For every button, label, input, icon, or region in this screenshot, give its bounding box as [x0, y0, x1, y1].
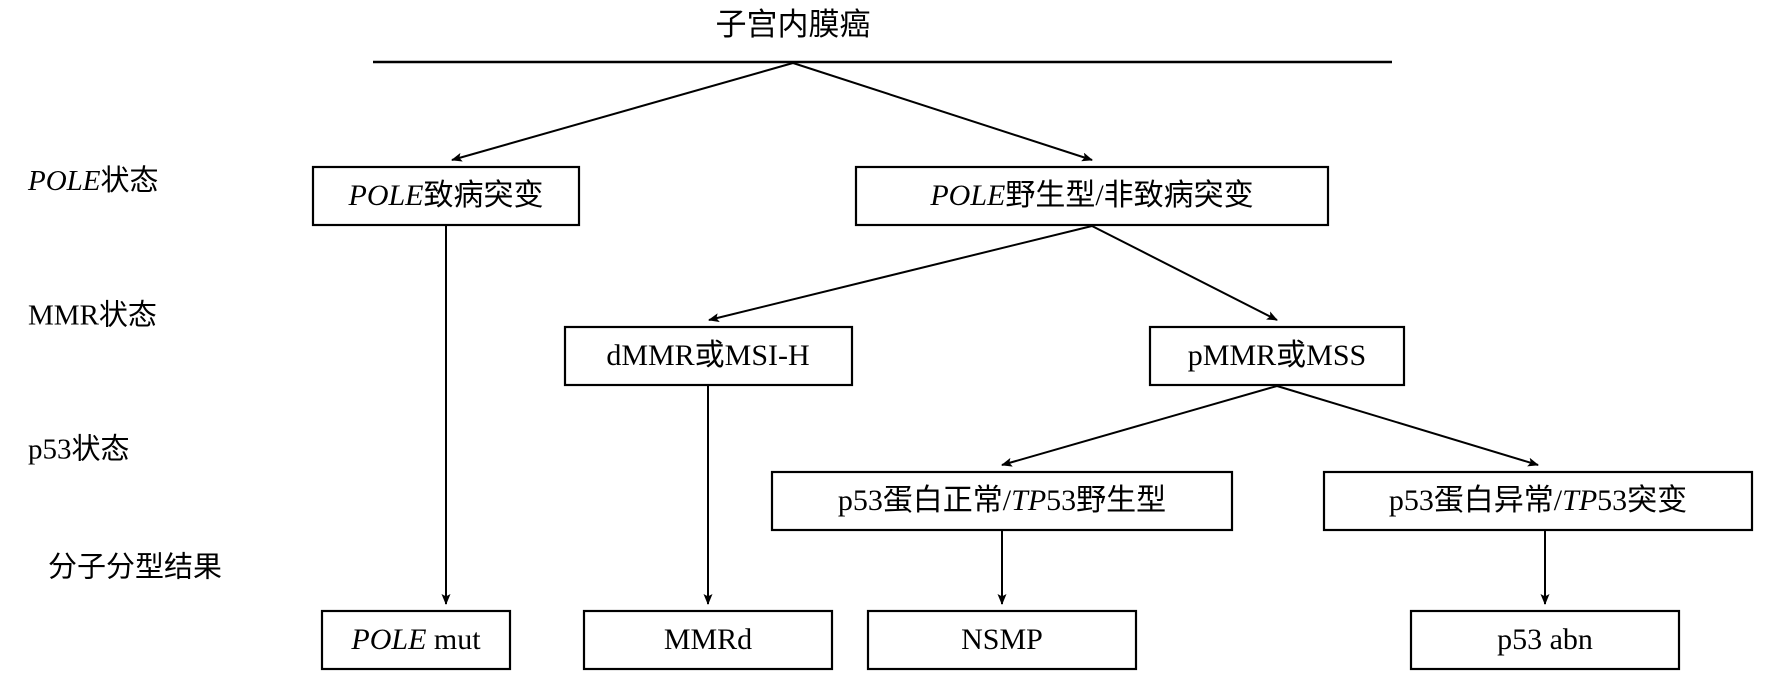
node-p53-abnormal-italic: TP	[1562, 484, 1597, 517]
node-p53-normal-italic: TP	[1011, 484, 1046, 517]
node-p53-normal-part-b: 53野生型	[1046, 484, 1166, 517]
node-result-nsmp-box[interactable]	[866, 609, 1138, 671]
node-result-nsmp-label: NSMP	[961, 623, 1043, 656]
node-p53-abnormal-part-b: 53突变	[1597, 484, 1687, 517]
diagram-title: 子宫内膜癌	[716, 7, 871, 42]
edge-pmmr-to-p53-abnormal	[1276, 385, 1539, 467]
row-label-classification-result: 分子分型结果	[48, 551, 222, 584]
node-pmmr-mss-box[interactable]	[1148, 325, 1406, 387]
node-pole-pathogenic-label: POLE致病突变	[348, 179, 544, 212]
node-dmmr-msih[interactable]: dMMR或MSI-H	[563, 325, 854, 387]
node-result-pole-mut-italic: POLE	[350, 623, 426, 656]
node-pmmr-mss-label: pMMR或MSS	[1188, 339, 1366, 372]
node-pole-pathogenic-box[interactable]	[311, 165, 581, 227]
row-label-pole-plain: 状态	[101, 164, 159, 197]
node-dmmr-msih-box[interactable]	[563, 325, 854, 387]
node-result-nsmp[interactable]: NSMP	[866, 609, 1138, 671]
node-p53-abnormal-box[interactable]	[1322, 470, 1754, 532]
node-result-p53-abn-label: p53 abn	[1497, 623, 1593, 656]
node-p53-normal[interactable]: p53蛋白正常/TP53野生型	[770, 470, 1234, 532]
edge-pole-wildtype-to-dmmr	[708, 225, 1093, 322]
node-p53-abnormal-label: p53蛋白异常/TP53突变	[1389, 484, 1687, 517]
row-label-pole-italic: POLE	[27, 165, 101, 197]
node-pole-pathogenic[interactable]: POLE致病突变	[311, 165, 581, 227]
node-result-mmrd[interactable]: MMRd	[582, 609, 834, 671]
edge-pole-wildtype-to-pmmr	[1091, 225, 1278, 321]
node-result-pole-mut[interactable]: POLE mut	[320, 609, 512, 671]
edge-root-to-pole-wildtype	[792, 62, 1093, 162]
node-pole-pathogenic-italic: POLE	[348, 179, 424, 212]
node-pole-wildtype-label: POLE野生型/非致病突变	[929, 179, 1253, 212]
node-pole-wildtype-plain: 野生型/非致病突变	[1005, 179, 1253, 212]
node-result-pole-mut-label: POLE mut	[350, 623, 481, 656]
node-result-pole-mut-plain: mut	[426, 623, 481, 656]
node-p53-normal-label: p53蛋白正常/TP53野生型	[838, 484, 1166, 517]
node-result-mmrd-label: MMRd	[664, 623, 752, 656]
node-result-mmrd-box[interactable]	[582, 609, 834, 671]
node-p53-abnormal-part-a: p53蛋白异常/	[1389, 484, 1563, 517]
node-p53-normal-part-a: p53蛋白正常/	[838, 484, 1012, 517]
node-p53-abnormal[interactable]: p53蛋白异常/TP53突变	[1322, 470, 1754, 532]
node-pole-wildtype-italic: POLE	[929, 179, 1005, 212]
node-result-p53-abn-box[interactable]	[1409, 609, 1681, 671]
node-dmmr-msih-label: dMMR或MSI-H	[606, 339, 809, 372]
row-label-mmr-status: MMR状态	[28, 299, 157, 332]
node-pole-pathogenic-plain: 致病突变	[424, 179, 544, 212]
node-pole-wildtype-box[interactable]	[854, 165, 1330, 227]
edge-pmmr-to-p53-normal	[1001, 385, 1278, 467]
edge-root-to-pole-pathogenic	[451, 62, 794, 162]
row-label-p53-status: p53状态	[28, 433, 130, 466]
node-pole-wildtype[interactable]: POLE野生型/非致病突变	[854, 165, 1330, 227]
row-label-pole-status: POLE状态	[27, 164, 159, 197]
node-pmmr-mss[interactable]: pMMR或MSS	[1148, 325, 1406, 387]
node-result-p53-abn[interactable]: p53 abn	[1409, 609, 1681, 671]
node-result-pole-mut-box[interactable]	[320, 609, 512, 671]
node-p53-normal-box[interactable]	[770, 470, 1234, 532]
